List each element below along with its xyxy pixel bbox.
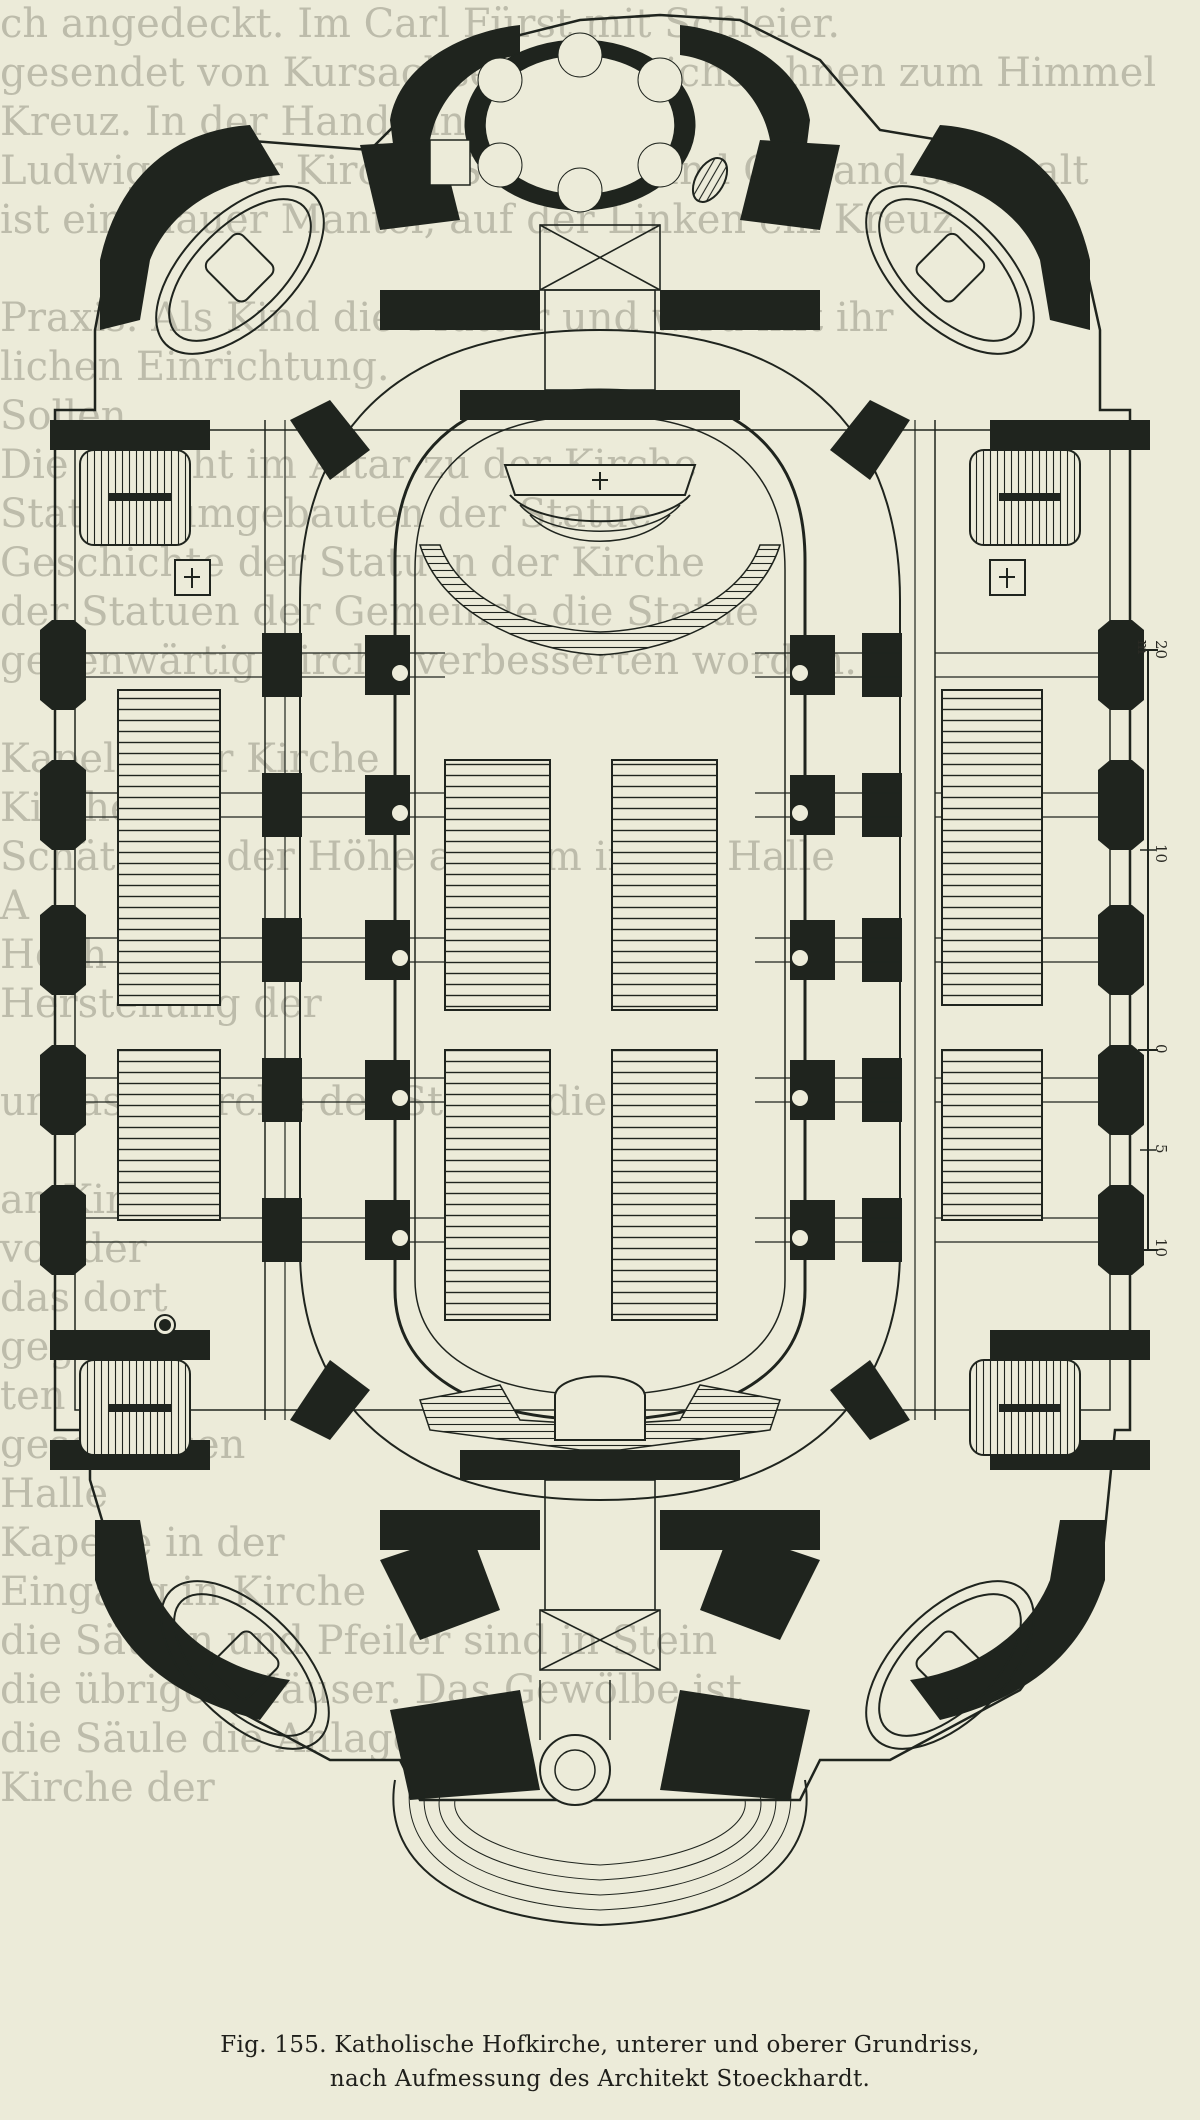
aisle-pier-left-aisle xyxy=(262,918,302,982)
organ-gallery xyxy=(419,1375,781,1451)
corner-oval-chapels xyxy=(155,185,1035,1750)
outer-wall-pier-left xyxy=(40,620,86,710)
outer-wall-pier-left xyxy=(40,905,86,995)
aisle-pier-left-aisle xyxy=(262,633,302,697)
outer-wall-pier-right xyxy=(1098,1185,1144,1275)
bleed-through-line: lichen Einrichtung. xyxy=(0,344,390,390)
aisle-pier-right-aisle xyxy=(862,773,902,837)
pier-column-left xyxy=(390,663,410,683)
outer-wall-pier-right xyxy=(1098,905,1144,995)
pew-block-left-aisle-upper xyxy=(117,689,221,1006)
outer-wall-pier-right xyxy=(1098,1045,1144,1135)
pier-column-right xyxy=(790,1088,810,1108)
pier-column-left xyxy=(390,948,410,968)
outer-wall-pier-right xyxy=(1098,620,1144,710)
pier-column-right xyxy=(790,1228,810,1248)
pew-block-right-aisle-upper xyxy=(941,689,1043,1006)
caption-line-2: nach Aufmessung des Architekt Stoeckhard… xyxy=(329,2066,871,2092)
pew-block-center-left-lower xyxy=(444,1049,551,1321)
bleed-through-line: das dort xyxy=(0,1275,168,1321)
aisle-pier-right-aisle xyxy=(862,633,902,697)
pier-column-right xyxy=(790,803,810,823)
pier-column-right xyxy=(790,663,810,683)
pew-blocks xyxy=(117,689,1043,1321)
crossing-squares xyxy=(539,224,661,1671)
pier-column-left xyxy=(390,803,410,823)
outer-wall-pier-left xyxy=(40,760,86,850)
pew-block-right-aisle-lower xyxy=(941,1049,1043,1221)
scale-label-10: 10 xyxy=(1152,844,1170,864)
outer-wall-pier-right xyxy=(1098,760,1144,850)
bleed-through-line: die übrigen Häuser. Das Gewölbe ist xyxy=(0,1667,742,1713)
font-tabernacles xyxy=(154,559,1026,1336)
pier-column-left xyxy=(390,1088,410,1108)
bottom-apse-steps xyxy=(392,1680,808,1927)
side-stairs xyxy=(79,449,1081,1456)
pew-block-left-aisle-lower xyxy=(117,1049,221,1221)
nave-piers xyxy=(262,633,902,1262)
scale-label-0: 0 xyxy=(1152,1044,1170,1054)
pier-column-left xyxy=(390,1228,410,1248)
scale-label-10-end: 10 xyxy=(1152,1238,1170,1258)
aisle-pier-right-aisle xyxy=(862,1198,902,1262)
scale-label-20m: 20 m xyxy=(1134,640,1170,660)
bleed-through-line: A xyxy=(0,883,29,929)
bleed-through-line: Geschichte der Statuen der Kirche xyxy=(0,540,705,586)
high-altar xyxy=(418,464,782,656)
floor-plan-drawing xyxy=(40,13,1158,1927)
outer-wall-pier-left xyxy=(40,1045,86,1135)
pew-block-center-right-upper xyxy=(611,759,718,1011)
outer-wall-piers xyxy=(40,620,1144,1275)
nave-ellipse xyxy=(299,328,901,1502)
scale-label-5: 5 xyxy=(1152,1144,1170,1154)
bleed-through-line: Kirche der xyxy=(0,1765,215,1811)
scale-bar xyxy=(1138,649,1158,1251)
bleed-through-line: gegenwärtig Kirche verbesserten worden. xyxy=(0,638,857,684)
figure-caption: Fig. 155. Katholische Hofkirche, unterer… xyxy=(0,2028,1200,2096)
black-masonry xyxy=(50,25,1150,1800)
outer-wall-pier-left xyxy=(40,1185,86,1275)
aisle-pier-right-aisle xyxy=(862,918,902,982)
bleed-through-line: Eingang in Kirche xyxy=(0,1569,367,1615)
pier-column-right xyxy=(790,948,810,968)
aisle-pier-left-aisle xyxy=(262,1058,302,1122)
pew-block-center-left-upper xyxy=(444,759,551,1011)
caption-line-1: Fig. 155. Katholische Hofkirche, unterer… xyxy=(220,2032,980,2058)
aisle-pier-left-aisle xyxy=(262,773,302,837)
aisle-pier-left-aisle xyxy=(262,1198,302,1262)
pew-block-center-right-lower xyxy=(611,1049,718,1321)
bleed-through-line: der Statuen der Gemeinde die Statue xyxy=(0,589,759,635)
aisle-pier-right-aisle xyxy=(862,1058,902,1122)
top-apse-chapel xyxy=(429,32,729,213)
